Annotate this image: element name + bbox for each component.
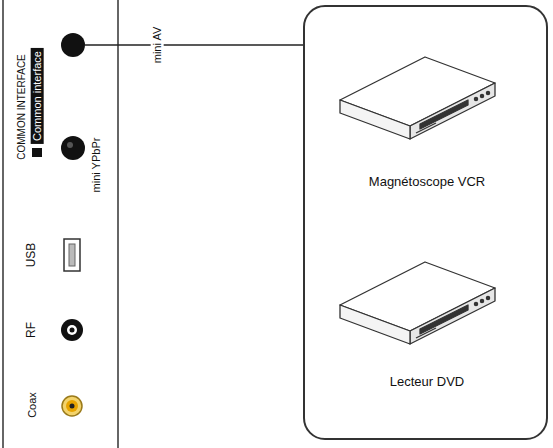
connection-line xyxy=(85,44,303,46)
vcr-illustration xyxy=(340,57,495,139)
dvd-illustration xyxy=(340,262,495,344)
port-label: mini YPbPr xyxy=(90,138,103,193)
panel-edge xyxy=(117,0,119,448)
ypbpr-jack xyxy=(61,136,85,160)
port-label: RF xyxy=(25,322,39,338)
coax-jack-ring xyxy=(66,400,78,412)
usb-tongue xyxy=(69,244,75,266)
device-label: Magnétoscope VCR xyxy=(369,175,485,190)
port-label: COMMON INTERFACE xyxy=(16,54,28,160)
ypbpr-jack-hole xyxy=(67,142,73,148)
port-label: Common interface xyxy=(31,48,44,144)
rf-jack-ring xyxy=(67,325,77,335)
port-label: Coax xyxy=(26,392,39,418)
coax-jack-pin xyxy=(70,404,75,409)
usb-port xyxy=(64,239,80,271)
port-label: mini AV xyxy=(151,27,164,63)
device-label: Lecteur DVD xyxy=(390,375,464,390)
ci-marker xyxy=(32,148,42,157)
panel-edge xyxy=(2,0,4,448)
port-label: USB xyxy=(25,243,39,268)
av-jack: mini AV xyxy=(61,33,85,57)
device-box: Magnétoscope VCR Lecteur DVD xyxy=(303,5,548,440)
rf-jack-pin xyxy=(70,328,75,333)
coax-jack xyxy=(62,396,82,416)
rf-jack xyxy=(61,319,83,341)
